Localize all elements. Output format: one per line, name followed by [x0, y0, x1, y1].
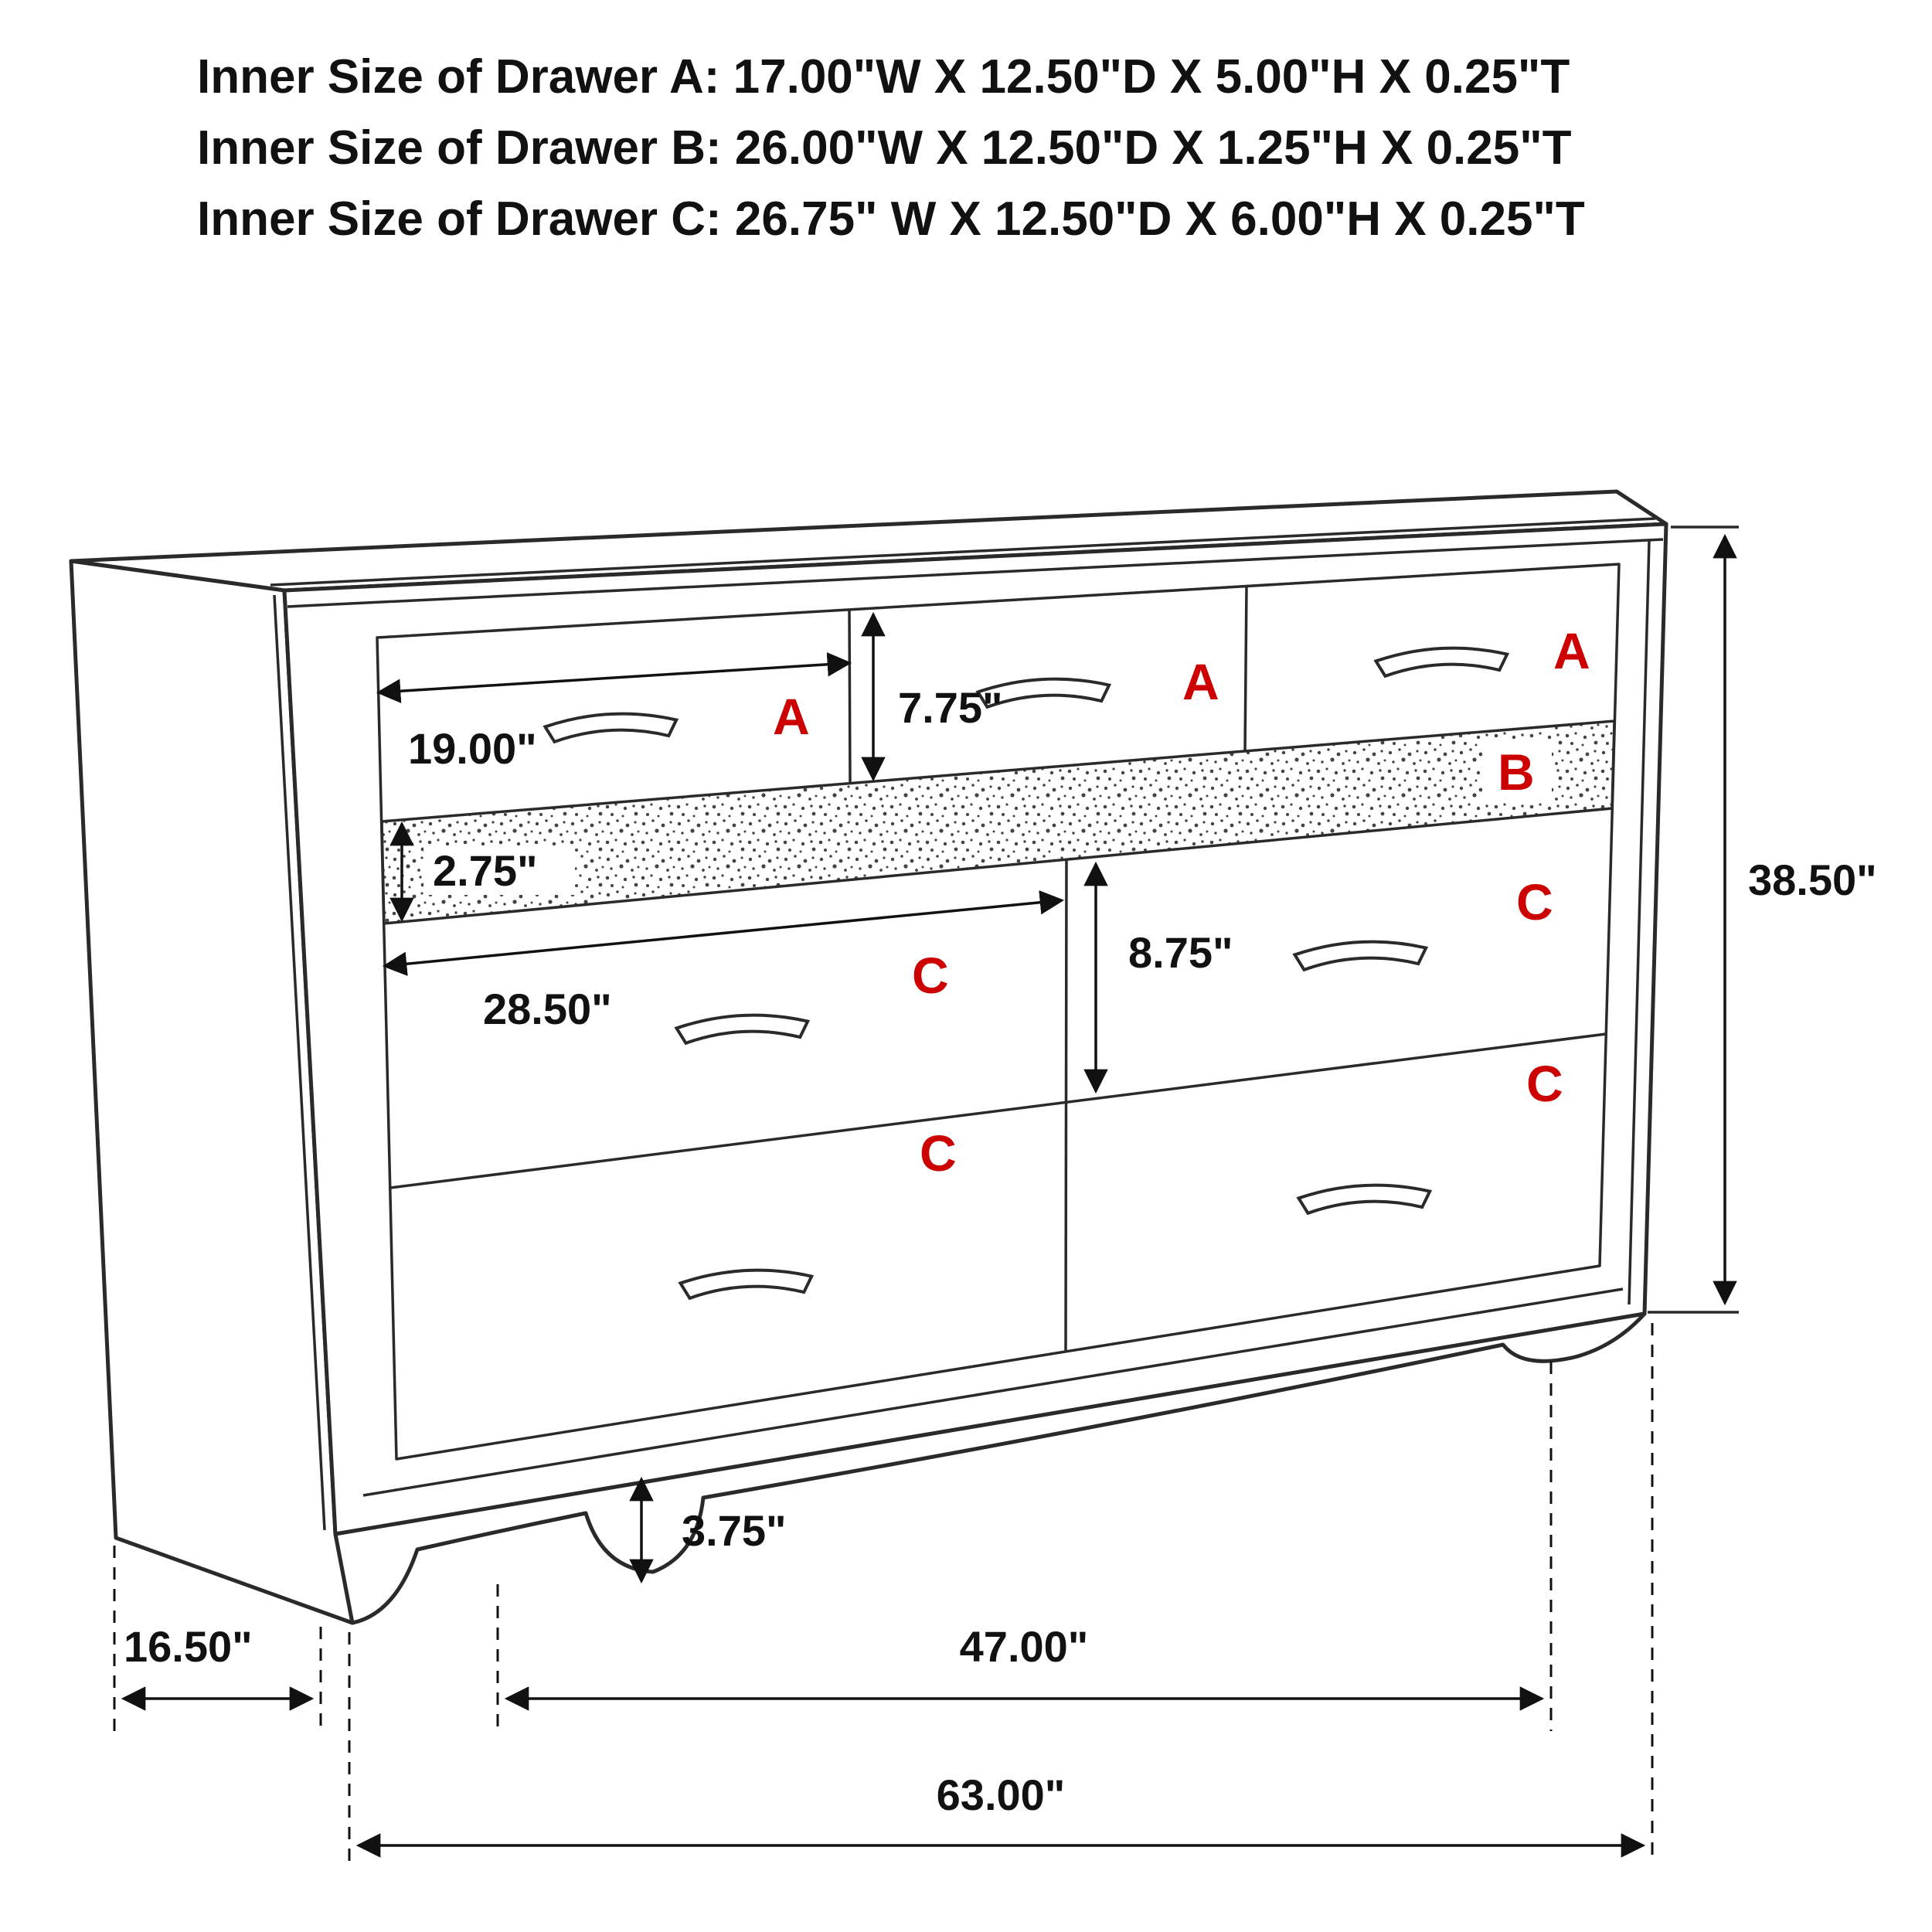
drawer-label-a1: A — [773, 688, 810, 745]
dimension-label: 2.75" — [433, 846, 538, 895]
dimension-overall-width: 63.00" — [348, 1323, 1654, 1864]
drawer-label-c-bottom-left: C — [920, 1124, 957, 1182]
dimension-label: 38.50" — [1748, 855, 1877, 904]
dimension-overall-height: 38.50" — [1648, 526, 1877, 1314]
side-panel-edge-line — [273, 594, 326, 1531]
column-divider-a1-a2 — [848, 609, 852, 784]
dimension-arrow — [376, 652, 852, 703]
dimension-foot-height: 3.75" — [629, 1476, 787, 1584]
dimension-label: 16.50" — [124, 1622, 253, 1671]
dimension-label: 8.75" — [1128, 928, 1233, 977]
column-divider-a2-a3 — [1243, 586, 1248, 752]
right-edge-inner-line — [1628, 540, 1651, 1305]
dimension-depth: 16.50" — [113, 1546, 322, 1731]
dimension-label: 47.00" — [960, 1622, 1089, 1671]
drawer-label-c-top-left: C — [912, 947, 949, 1004]
drawer-handle-c-bottom-right — [1296, 1183, 1433, 1216]
drawer-frame — [376, 563, 1621, 1461]
glitter-trim-strip-drawer-b — [380, 719, 1616, 925]
drawer-label-a2: A — [1182, 653, 1219, 710]
dimension-label: 28.50" — [483, 985, 612, 1033]
drawer-handle-a3 — [1373, 646, 1510, 679]
row-divider-c-middle — [389, 1032, 1607, 1189]
dimension-arrow — [382, 890, 1065, 976]
dimension-feet-span: 47.00" — [496, 1362, 1553, 1731]
dimension-label: 63.00" — [937, 1770, 1066, 1819]
dimension-drawer-c-height: 8.75" — [1083, 861, 1233, 1094]
dimension-drawer-a-width: 19.00" — [376, 652, 852, 773]
front-top-molding-line — [287, 538, 1664, 608]
drawer-handle-c-top-left — [674, 1013, 811, 1046]
drawer-handle-c-top-right — [1292, 940, 1429, 972]
drawer-label-b: B — [1498, 743, 1535, 801]
drawer-label-b-background — [1482, 740, 1552, 801]
dimension-label: 19.00" — [408, 724, 537, 773]
dimension-label-background — [423, 845, 575, 895]
drawer-handle-a2 — [975, 677, 1112, 709]
top-bevel-line — [270, 517, 1656, 587]
drawer-handle-c-bottom-left — [678, 1268, 815, 1301]
dresser-drawing: A A A B C C C C — [69, 489, 1668, 1625]
cabinet-base-apron-feet — [333, 1311, 1647, 1625]
dimension-label: 3.75" — [682, 1506, 787, 1555]
dimension-trim-height: 2.75" — [389, 821, 575, 923]
header-line-2: Inner Size of Drawer B: 26.00"W X 12.50"… — [197, 121, 1572, 175]
dimension-drawer-a-height: 7.75" — [861, 611, 1003, 782]
drawer-label-a3: A — [1553, 622, 1590, 679]
drawer-handle-a1 — [543, 712, 679, 744]
dimension-drawer-c-width: 28.50" — [382, 890, 1065, 1033]
base-molding-line — [362, 1287, 1624, 1497]
drawer-label-c-top-right: C — [1516, 873, 1553, 930]
dimension-label: 7.75" — [898, 683, 1003, 732]
header-line-1: Inner Size of Drawer A: 17.00"W X 12.50"… — [197, 50, 1570, 104]
drawer-label-c-bottom-right: C — [1526, 1055, 1563, 1112]
header-line-3: Inner Size of Drawer C: 26.75" W X 12.50… — [197, 192, 1585, 246]
